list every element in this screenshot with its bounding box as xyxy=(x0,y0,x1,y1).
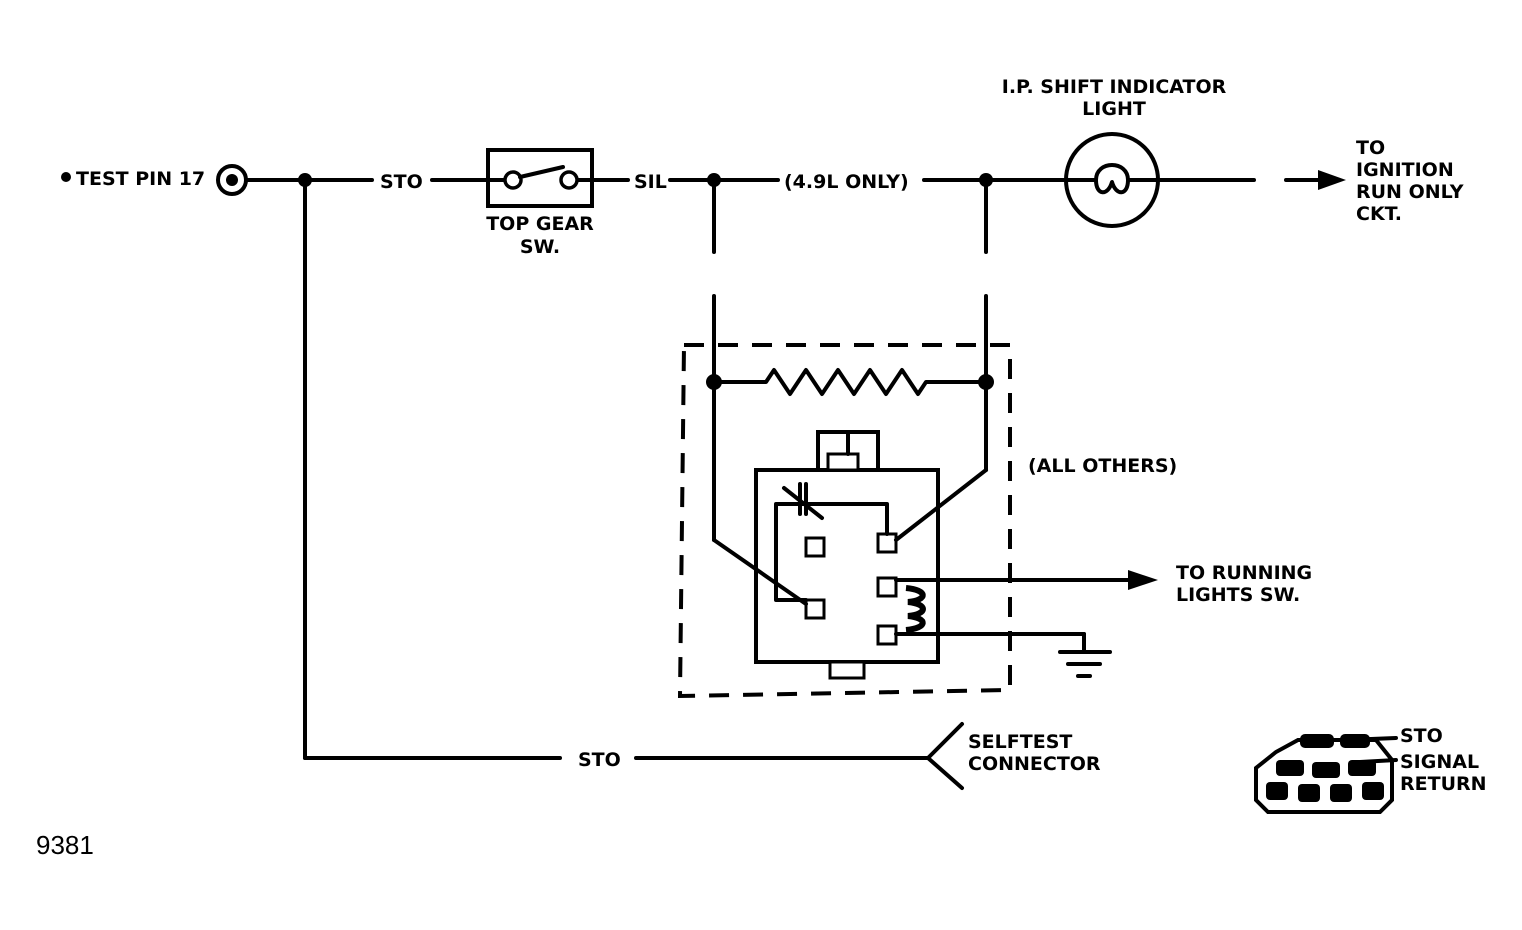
top-gear-switch-label: SW. xyxy=(520,236,560,258)
selftest-connector-icon xyxy=(1254,734,1398,814)
relay-icon xyxy=(754,430,940,680)
legend-sto-label: STO xyxy=(1400,725,1443,747)
test-pin-bullet xyxy=(61,172,71,182)
relay-wire xyxy=(712,538,808,606)
top-gear-switch-icon xyxy=(486,148,594,208)
legend-signal-return-label: RETURN xyxy=(1400,773,1487,795)
shift-light-label: I.P. SHIFT INDICATOR xyxy=(1002,76,1227,98)
running-lights-label: TO RUNNING xyxy=(1176,562,1312,584)
ground-icon xyxy=(1058,632,1112,678)
arrow-right-icon xyxy=(894,570,1158,590)
selftest-connector-label: CONNECTOR xyxy=(968,753,1101,775)
engine-note-label: (4.9L ONLY) xyxy=(784,171,909,193)
selftest-connector-label: SELFTEST xyxy=(968,731,1072,753)
all-others-label: (ALL OTHERS) xyxy=(1028,455,1177,477)
top-gear-switch-label: TOP GEAR xyxy=(486,213,594,235)
legend-signal-return-label: SIGNAL xyxy=(1400,751,1479,773)
ignition-label: TO xyxy=(1356,137,1385,159)
test-pin-terminal-icon xyxy=(216,164,248,196)
module-dashed-outline xyxy=(677,343,1012,699)
connector-fork-icon xyxy=(926,722,964,790)
sil-wire-label: SIL xyxy=(634,171,667,193)
lamp-icon xyxy=(1064,132,1160,228)
figure-number: 9381 xyxy=(36,830,94,860)
ignition-label: CKT. xyxy=(1356,203,1402,225)
sto-wire-label: STO xyxy=(578,749,621,771)
running-lights-label: LIGHTS SW. xyxy=(1176,584,1300,606)
branch-wires xyxy=(303,178,988,760)
resistor-icon xyxy=(712,368,988,396)
ignition-label: RUN ONLY xyxy=(1356,181,1464,203)
shift-light-label: LIGHT xyxy=(1082,98,1146,120)
test-pin-label: TEST PIN 17 xyxy=(76,168,205,190)
sto-wire-label: STO xyxy=(380,171,423,193)
relay-wire xyxy=(894,468,988,542)
arrow-right-icon xyxy=(1284,170,1346,190)
ignition-label: IGNITION xyxy=(1356,159,1454,181)
